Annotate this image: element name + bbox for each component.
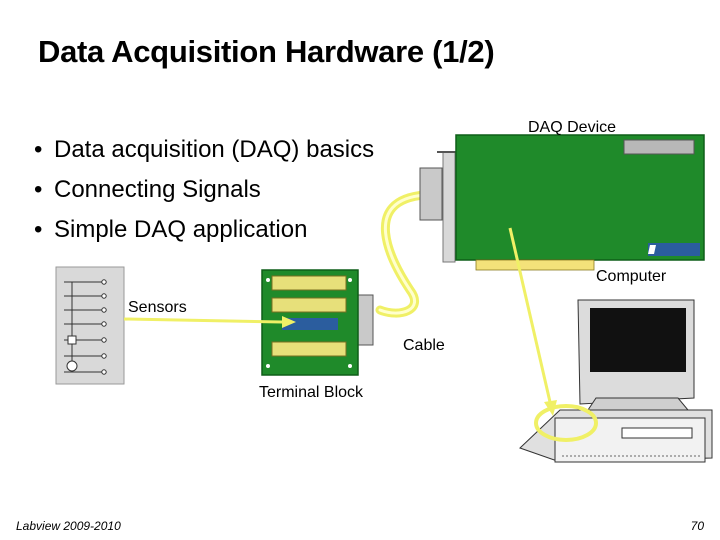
cable-icon xyxy=(375,190,430,318)
footer-course-label: Labview 2009-2010 xyxy=(16,519,121,533)
label-computer: Computer xyxy=(596,268,667,285)
page-number: 70 xyxy=(690,519,704,533)
label-cable: Cable xyxy=(403,337,445,354)
daq-card-icon xyxy=(419,134,705,271)
label-terminal-block: Terminal Block xyxy=(259,384,364,401)
slot-highlight-icon xyxy=(534,404,598,442)
bullet-item: •Connecting Signals xyxy=(34,170,374,210)
bullet-item: •Simple DAQ application xyxy=(34,210,374,250)
computer-icon xyxy=(519,299,713,463)
bullet-item: •Data acquisition (DAQ) basics xyxy=(34,130,374,170)
bullet-list: •Data acquisition (DAQ) basics •Connecti… xyxy=(34,130,374,250)
sensors-panel-icon xyxy=(55,266,125,385)
slide-title: Data Acquisition Hardware (1/2) xyxy=(38,34,495,69)
bullet-dot-icon: • xyxy=(34,176,43,203)
bullet-dot-icon: • xyxy=(34,216,43,243)
label-sensors: Sensors xyxy=(128,299,187,316)
label-daq-device: DAQ Device xyxy=(528,119,617,136)
bullet-dot-icon: • xyxy=(34,136,43,163)
ni-logo-icon xyxy=(648,243,700,256)
